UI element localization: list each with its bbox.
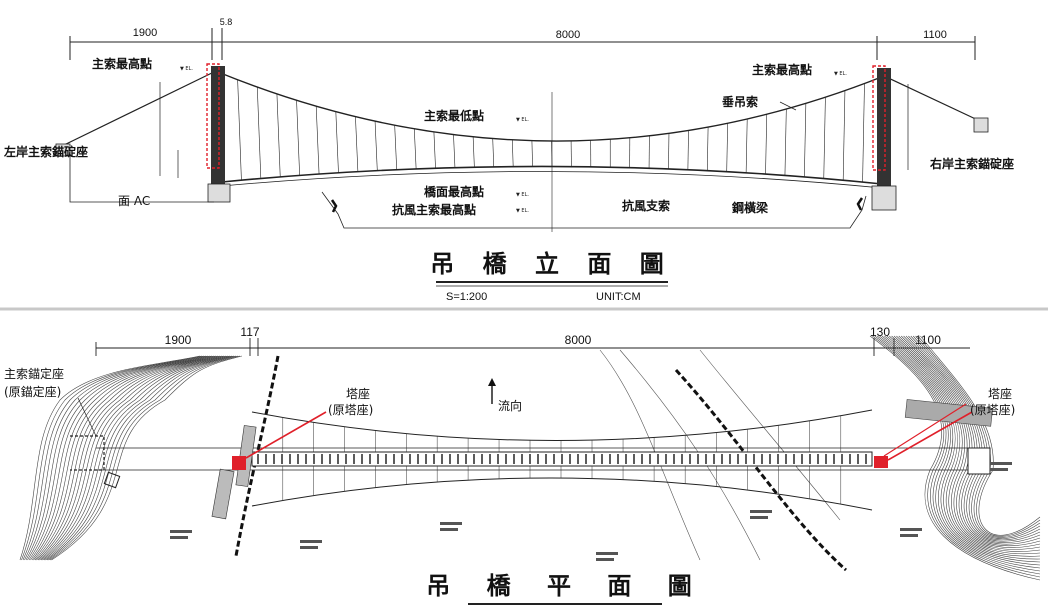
dim-main-span: 8000 [556,29,580,41]
wind-braces [282,415,842,505]
plan-view: 1900 117 8000 130 1100 [4,325,1041,605]
label-tower-left-2: (原塔座) [328,402,373,417]
label-left-anchor: 左岸主索錨碇座 [3,144,88,159]
plan-dim-tower-left: 117 [240,325,259,339]
label-hanger: 垂吊索 [722,94,758,109]
svg-text:▼ EL.: ▼ EL. [180,66,193,72]
right-tower-highlight [872,65,886,171]
svg-text:▼ EL.: ▼ EL. [516,192,529,198]
label-wind-cable-top: 抗風主索最高點 [392,202,476,217]
elevation-unit: UNIT:CM [596,291,641,303]
svg-text:▼ EL.: ▼ EL. [516,208,529,214]
wind-cable-lower [251,477,873,511]
label-flow: 流向 [498,398,522,413]
elevation-scale: S=1:200 [446,291,487,303]
left-terrain-contours [19,355,243,561]
label-right-anchor: 右岸主索錨碇座 [929,156,1014,171]
right-anchor-block [973,117,989,133]
left-tower [211,66,225,184]
label-anchor-left-2: (原錨定座) [4,384,61,399]
elevation-view: 1900 5.8 8000 1100 面 AC [3,17,1014,303]
right-terrain-contours [869,335,1041,581]
label-ground: 面 AC [118,194,150,208]
right-tower [877,68,891,186]
label-main-cable-top-right: 主索最高點 [752,62,812,77]
svg-text:▼ EL.: ▼ EL. [516,117,529,123]
dim-right-span: 1100 [923,29,947,41]
left-tower-footing [207,183,231,203]
label-deck-top: 橋面最高點 [424,184,484,199]
dim-tower-width: 5.8 [220,17,233,27]
left-backstay [61,69,219,147]
plan-left-tower-highlight [232,456,246,470]
dim-left-span: 1900 [133,27,157,39]
right-tower-footing [871,185,897,211]
right-backstay [883,75,983,123]
label-tower-right-1: 塔座 [988,386,1012,401]
plan-dim-tower-right: 130 [870,325,890,339]
label-wind-brace: 抗風支索 [622,198,670,213]
plan-dim-left: 1900 [165,333,192,347]
svg-text:▼ EL.: ▼ EL. [834,71,847,77]
small-annotations [170,462,1012,561]
main-cable [217,71,885,142]
label-main-cable-lowest: 主索最低點 [424,108,484,123]
label-main-cable-top-left: 主索最高點 [92,56,152,71]
plan-right-anchor [967,447,991,475]
label-anchor-left-1: 主索錨定座 [4,366,64,381]
plan-dim-main: 8000 [565,333,592,347]
elevation-title: 吊 橋 立 面 圖 [430,250,673,278]
label-tower-left-1: 塔座 [346,386,370,401]
label-steel-beam: 鋼橫梁 [731,200,768,215]
hanger-cables [237,79,865,183]
plan-right-tower-highlight [874,456,888,468]
label-tower-right-2: (原塔座) [970,402,1015,417]
plan-title: 吊 橋 平 面 圖 [426,572,705,600]
right-riverbank [674,368,847,572]
plan-deck-beams [257,454,867,464]
left-anchor-block [55,143,71,157]
right-access-path [904,399,993,427]
left-tower-highlight [206,63,220,169]
left-riverbank [234,355,280,557]
